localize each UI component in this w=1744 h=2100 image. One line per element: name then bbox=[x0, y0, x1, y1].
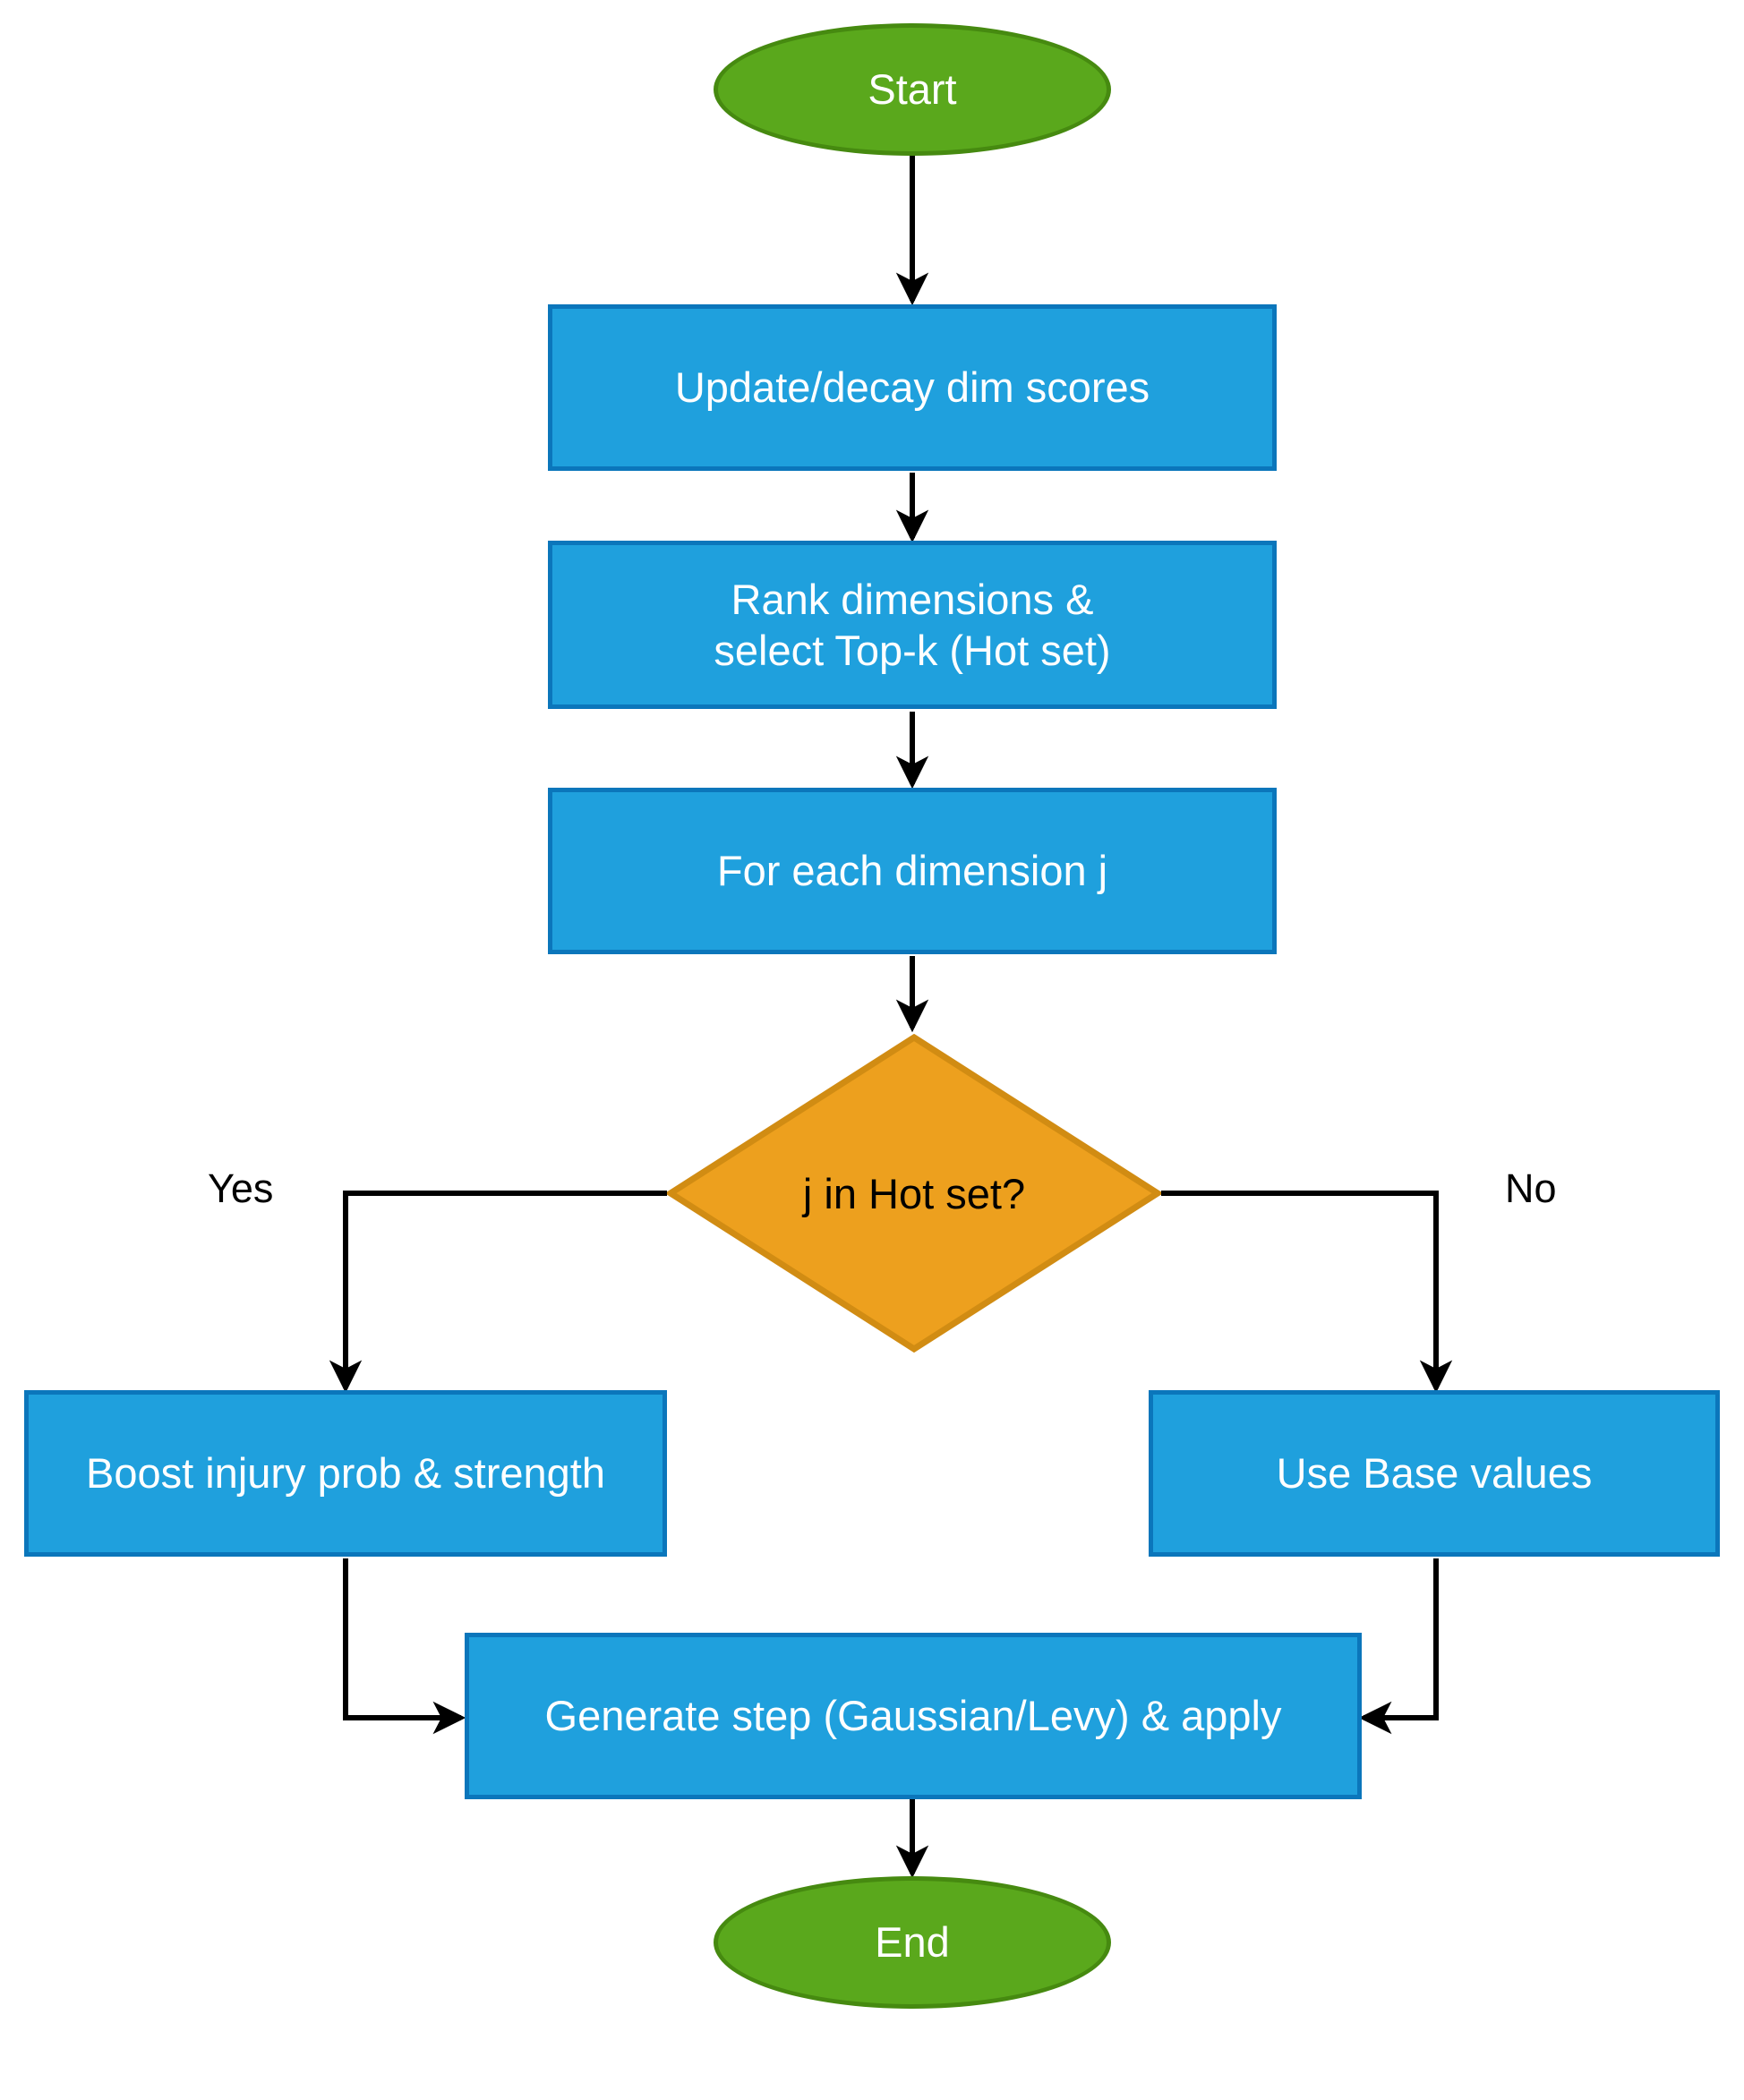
node-update-scores-label: Update/decay dim scores bbox=[674, 363, 1150, 412]
node-generate-step-label: Generate step (Gaussian/Levy) & apply bbox=[544, 1692, 1282, 1740]
edge-label-yes-text: Yes bbox=[208, 1165, 274, 1211]
node-rank-dimensions-line1: Rank dimensions & bbox=[731, 575, 1094, 623]
edge-label-no: No bbox=[1505, 1165, 1557, 1212]
node-use-base-values-label: Use Base values bbox=[1276, 1449, 1593, 1498]
edge-decision-yes-to-boost bbox=[329, 1191, 667, 1394]
edge-base-to-generate bbox=[1358, 1558, 1439, 1735]
node-for-each-dimension[interactable]: For each dimension j bbox=[548, 788, 1277, 954]
node-end[interactable]: End bbox=[714, 1876, 1111, 2009]
node-update-scores[interactable]: Update/decay dim scores bbox=[548, 304, 1277, 471]
node-start-label: Start bbox=[868, 65, 957, 114]
edge-boost-to-generate bbox=[343, 1558, 466, 1735]
node-for-each-dimension-label: For each dimension j bbox=[716, 847, 1108, 895]
edge-label-yes: Yes bbox=[208, 1165, 273, 1212]
node-rank-dimensions-label: Rank dimensions & select Top-k (Hot set) bbox=[705, 574, 1119, 677]
node-rank-dimensions-line2: select Top-k (Hot set) bbox=[714, 627, 1111, 674]
edge-label-no-text: No bbox=[1505, 1165, 1557, 1211]
node-end-label: End bbox=[875, 1918, 950, 1967]
node-boost-injury[interactable]: Boost injury prob & strength bbox=[24, 1390, 667, 1557]
node-rank-dimensions[interactable]: Rank dimensions & select Top-k (Hot set) bbox=[548, 541, 1277, 709]
node-decision-hot-set[interactable]: j in Hot set? bbox=[664, 1033, 1164, 1353]
decision-diamond-shape bbox=[664, 1033, 1164, 1353]
node-boost-injury-label: Boost injury prob & strength bbox=[86, 1449, 605, 1498]
node-generate-step[interactable]: Generate step (Gaussian/Levy) & apply bbox=[465, 1633, 1362, 1799]
node-start[interactable]: Start bbox=[714, 23, 1111, 156]
node-use-base-values[interactable]: Use Base values bbox=[1149, 1390, 1720, 1557]
edge-decision-no-to-base bbox=[1161, 1191, 1453, 1394]
